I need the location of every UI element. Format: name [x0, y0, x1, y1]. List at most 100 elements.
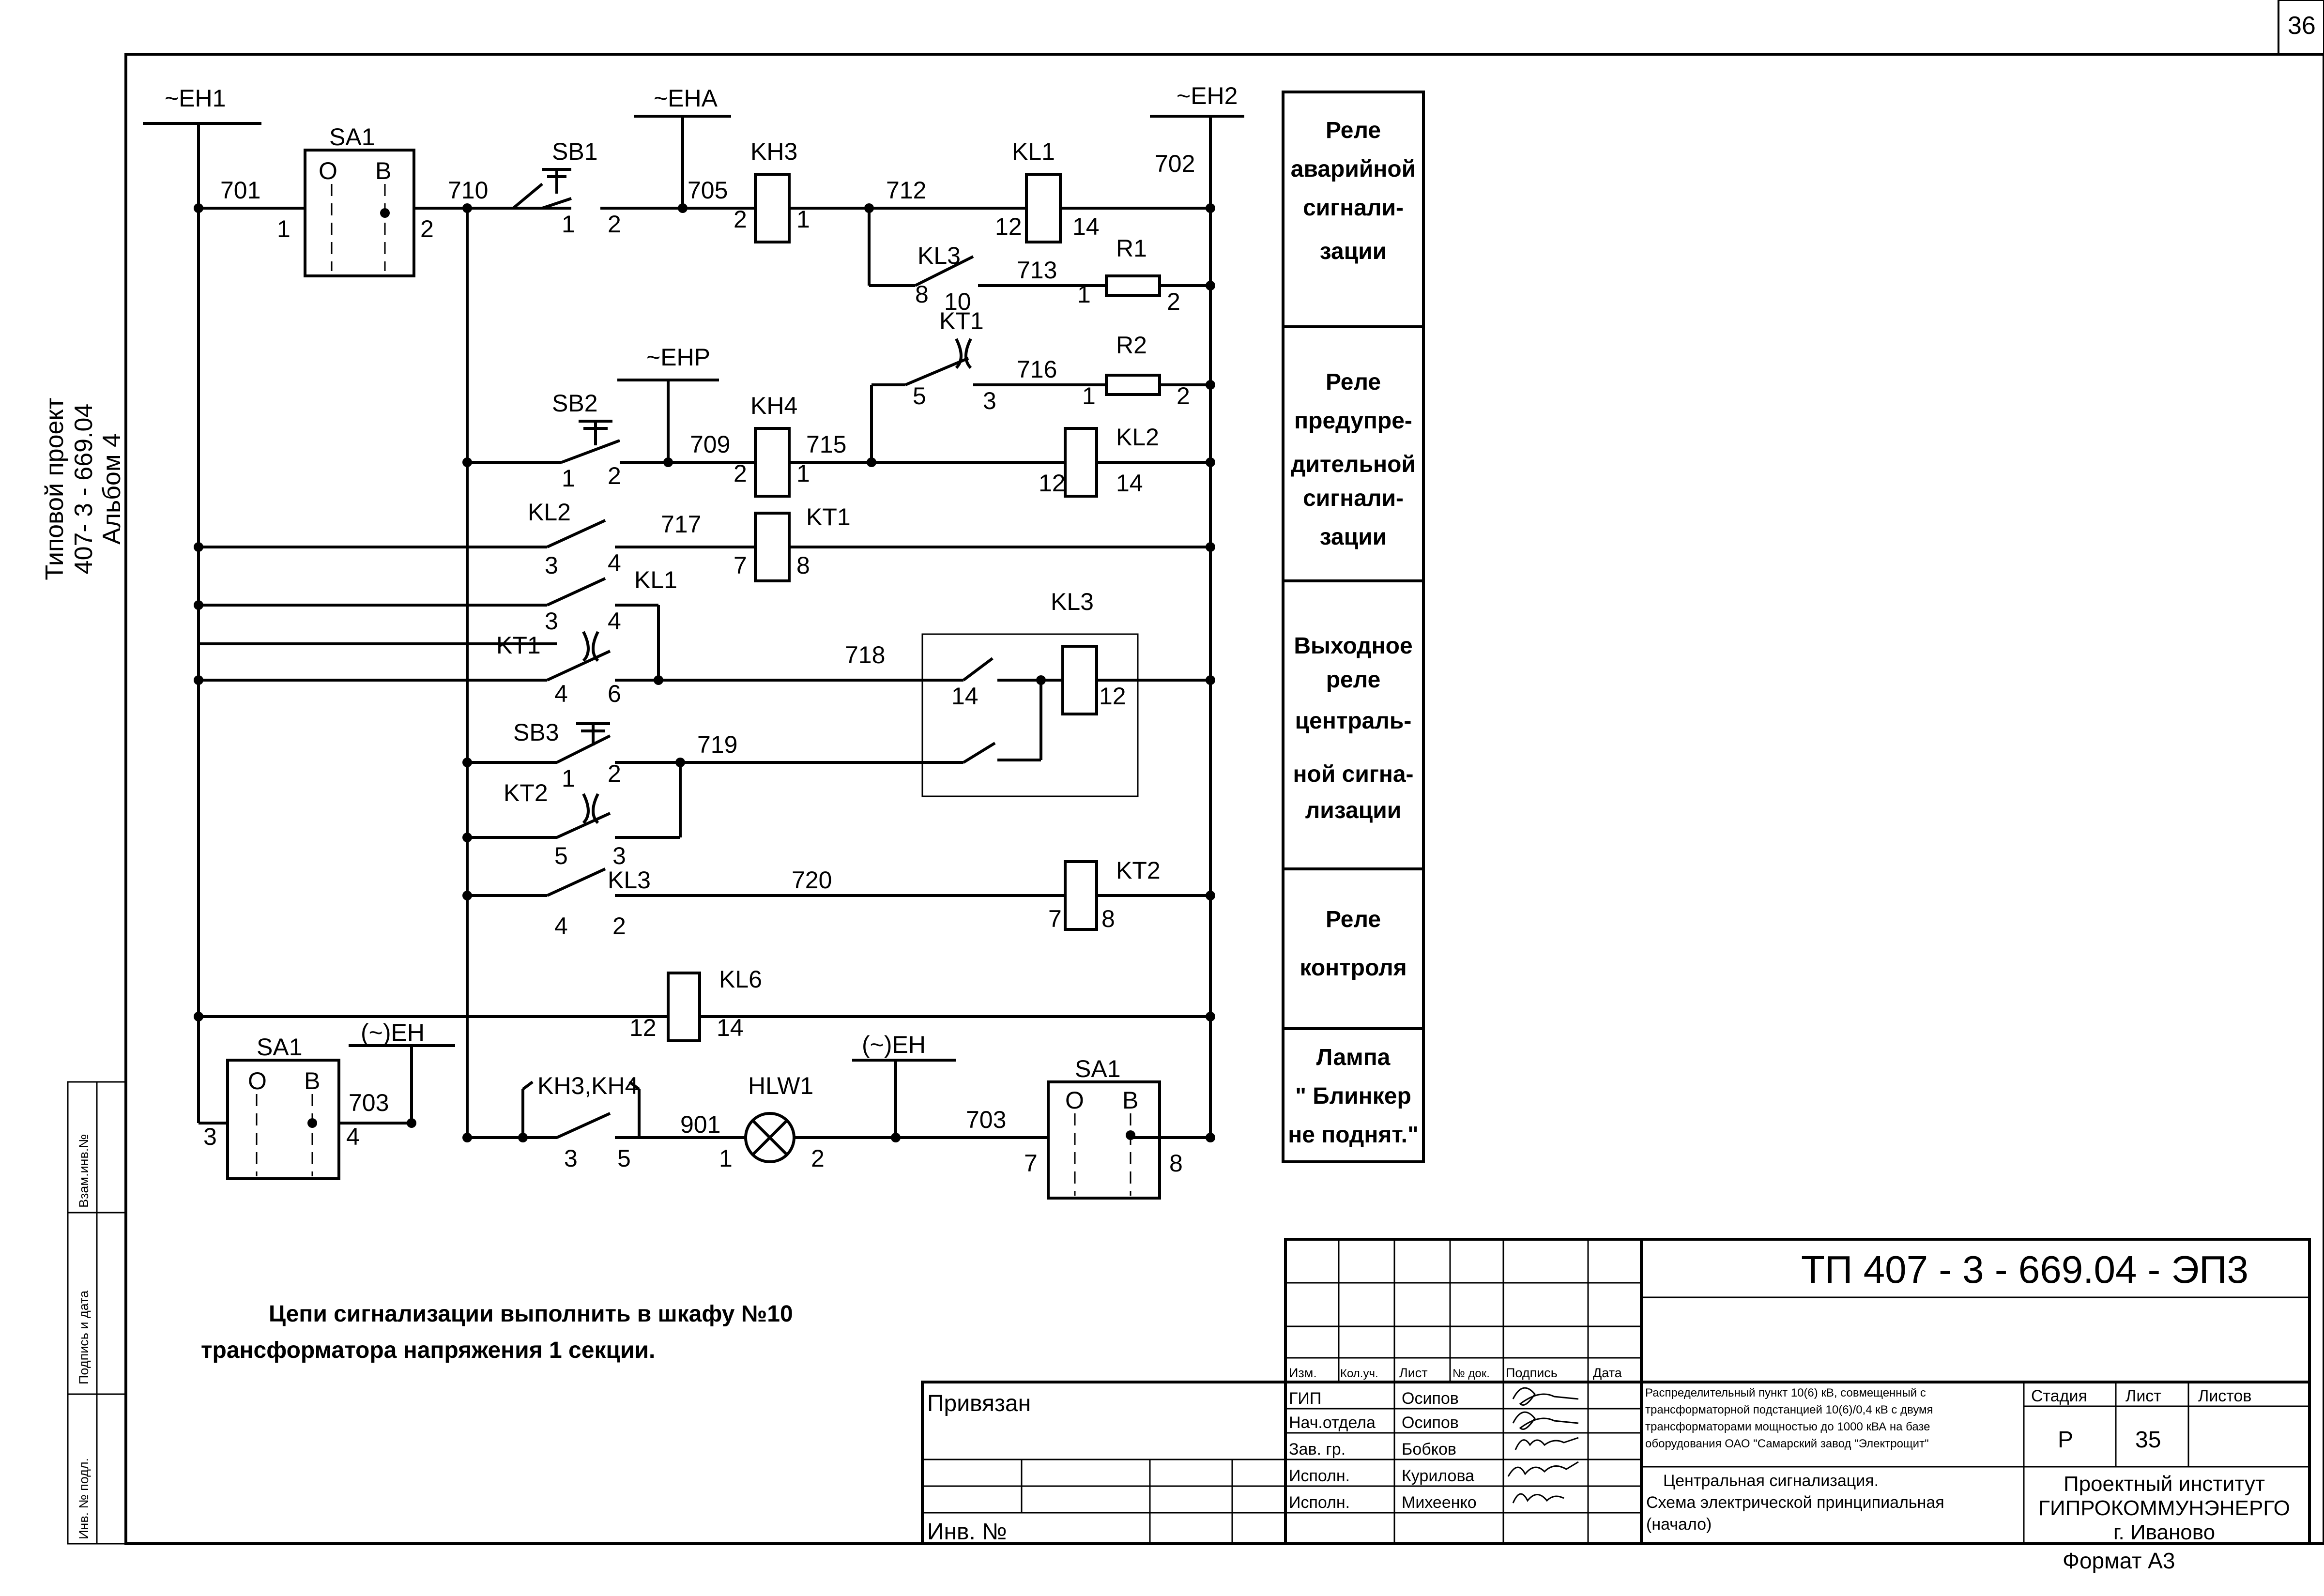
tb-format: Формат А3: [2063, 1548, 2175, 1573]
panel-alarm-relay: Реле аварийной сигнали- зации: [1291, 118, 1416, 264]
kl3-relay-coil: [1061, 645, 1098, 715]
tb-inv-no: Инв. №: [927, 1519, 1007, 1545]
svg-text:14: 14: [951, 683, 979, 710]
bus-labels: ~EH1 ~EHA ~EH2 ~EHP (~)EH (~)EH: [165, 82, 1238, 1058]
panel-blinker-lamp: Лампа " Блинкер не поднят.": [1288, 1045, 1419, 1148]
svg-text:зации: зации: [1320, 524, 1387, 550]
wire-717: 717: [661, 511, 701, 538]
tb-sheet-label: Лист: [2125, 1387, 2161, 1405]
svg-text:Реле: Реле: [1326, 369, 1381, 395]
wire-703-left: 703: [349, 1089, 389, 1116]
sa1-switch-lower-right: [1047, 1080, 1161, 1200]
kl2-relay-coil: [1064, 427, 1098, 498]
label-sb2: SB2: [552, 390, 598, 417]
svg-text:1: 1: [796, 460, 810, 487]
tb-stage-value: Р: [2058, 1427, 2073, 1453]
sb2-pushbutton: [561, 420, 621, 464]
label-kl3-coil: KL3: [1051, 588, 1094, 615]
wire-718: 718: [845, 641, 885, 669]
svg-text:3: 3: [983, 387, 996, 414]
tb-org-1: Проектный институт: [2064, 1472, 2265, 1496]
svg-text:7: 7: [734, 552, 747, 579]
svg-text:аварийной: аварийной: [1291, 156, 1416, 182]
svg-text:Михеенко: Михеенко: [1402, 1493, 1477, 1512]
tb-org-3: г. Иваново: [2113, 1520, 2215, 1544]
label-kl6: KL6: [719, 966, 762, 993]
terminal-numbers: 1 2 1 2 2 1 12 14 8 10 1 2 5 3 1 2 1 2 2…: [203, 206, 1190, 1177]
svg-text:Курилова: Курилова: [1402, 1467, 1474, 1485]
svg-text:не поднят.": не поднят.": [1288, 1122, 1419, 1148]
svg-text:407- 3 - 669.04: 407- 3 - 669.04: [70, 404, 98, 575]
title-block: Изм. Кол.уч. Лист № док. Подпись Дата ГИ…: [921, 1238, 2311, 1573]
kh4-relay-coil: [754, 427, 791, 498]
tb-desc-2: трансформаторной подстанцией 10(6)/0,4 к…: [1645, 1403, 1933, 1416]
svg-text:4: 4: [554, 680, 568, 707]
kt2-relay-coil: [1064, 860, 1098, 931]
svg-text:ГИП: ГИП: [1289, 1389, 1321, 1408]
kl2-contact: [546, 519, 606, 548]
tb-col-doc: № док.: [1452, 1367, 1490, 1380]
svg-text:6: 6: [608, 680, 621, 707]
svg-text:3: 3: [612, 842, 626, 869]
svg-text:дительной: дительной: [1291, 452, 1416, 477]
svg-text:12: 12: [1039, 470, 1066, 497]
svg-text:2: 2: [734, 206, 747, 233]
label-kl1: KL1: [1012, 138, 1055, 165]
svg-text:Лампа: Лампа: [1316, 1045, 1391, 1070]
label-hlw1: HLW1: [748, 1072, 813, 1099]
bus-eh2: ~EH2: [1177, 82, 1238, 109]
svg-text:4: 4: [346, 1123, 360, 1150]
svg-text:1: 1: [796, 206, 810, 233]
label-sa1-lr-o: O: [1065, 1087, 1084, 1114]
svg-text:5: 5: [617, 1145, 631, 1172]
svg-text:сигнали-: сигнали-: [1303, 486, 1404, 511]
svg-text:Выходное: Выходное: [1294, 633, 1412, 659]
svg-text:Реле: Реле: [1326, 907, 1381, 932]
label-kt1-contact: KT1: [496, 632, 541, 659]
bus-eh-tilde-1: (~)EH: [361, 1019, 425, 1046]
svg-text:Нач.отдела: Нач.отдела: [1289, 1414, 1376, 1432]
label-sa1-lower-left: SA1: [257, 1034, 303, 1061]
wire-703-right: 703: [966, 1106, 1006, 1133]
svg-text:централь-: централь-: [1295, 708, 1412, 734]
svg-text:12: 12: [629, 1014, 657, 1041]
svg-text:зации: зации: [1320, 239, 1387, 264]
svg-text:2: 2: [734, 460, 747, 487]
svg-text:1: 1: [562, 465, 575, 492]
wire-713: 713: [1017, 257, 1057, 284]
svg-text:ной сигна-: ной сигна-: [1293, 761, 1413, 787]
stamp-podpis: Подпись и дата: [76, 1290, 91, 1384]
kt1-contact-lower: [546, 631, 611, 682]
tb-document-code: ТП 407 - 3 - 669.04 - ЭП3: [1801, 1248, 2248, 1291]
svg-text:1: 1: [277, 215, 290, 243]
svg-text:1: 1: [1077, 281, 1091, 308]
svg-text:1: 1: [562, 211, 575, 238]
wire-712: 712: [886, 177, 926, 204]
label-kl3-top: KL3: [917, 242, 961, 269]
svg-text:Зав. гр.: Зав. гр.: [1289, 1440, 1345, 1459]
tb-col-list: Лист: [1399, 1366, 1428, 1380]
label-kt2-coil: KT2: [1116, 857, 1161, 884]
label-r1: R1: [1116, 235, 1147, 262]
svg-text:5: 5: [913, 382, 926, 410]
svg-text:2: 2: [612, 912, 626, 940]
svg-text:Осипов: Осипов: [1402, 1414, 1459, 1432]
schematic-wiring: [143, 115, 1244, 1139]
svg-text:2: 2: [1177, 382, 1190, 410]
svg-text:Реле: Реле: [1326, 118, 1381, 143]
wire-705: 705: [688, 177, 728, 204]
device-labels: SA1 O B SB1 KH3 KL1 KL3 R1 KT1 R2 SB2 KH…: [248, 123, 1161, 1114]
wire-719: 719: [697, 731, 737, 758]
tb-desc-3: трансформаторами мощностью до 1000 кВА н…: [1645, 1420, 1930, 1433]
svg-text:" Блинкер: " Блинкер: [1295, 1083, 1411, 1109]
label-kh3-kh4: KH3,KH4: [537, 1072, 638, 1099]
svg-text:2: 2: [608, 462, 621, 489]
sb3-pushbutton: [556, 722, 611, 764]
label-sa1-ll-b: B: [304, 1067, 320, 1094]
label-sa1-lower-right: SA1: [1075, 1055, 1121, 1082]
svg-text:Альбом 4: Альбом 4: [98, 433, 126, 545]
kl3-contact-720: [546, 867, 606, 897]
svg-text:лизации: лизации: [1305, 798, 1401, 823]
sb1-pushbutton: [512, 168, 572, 210]
